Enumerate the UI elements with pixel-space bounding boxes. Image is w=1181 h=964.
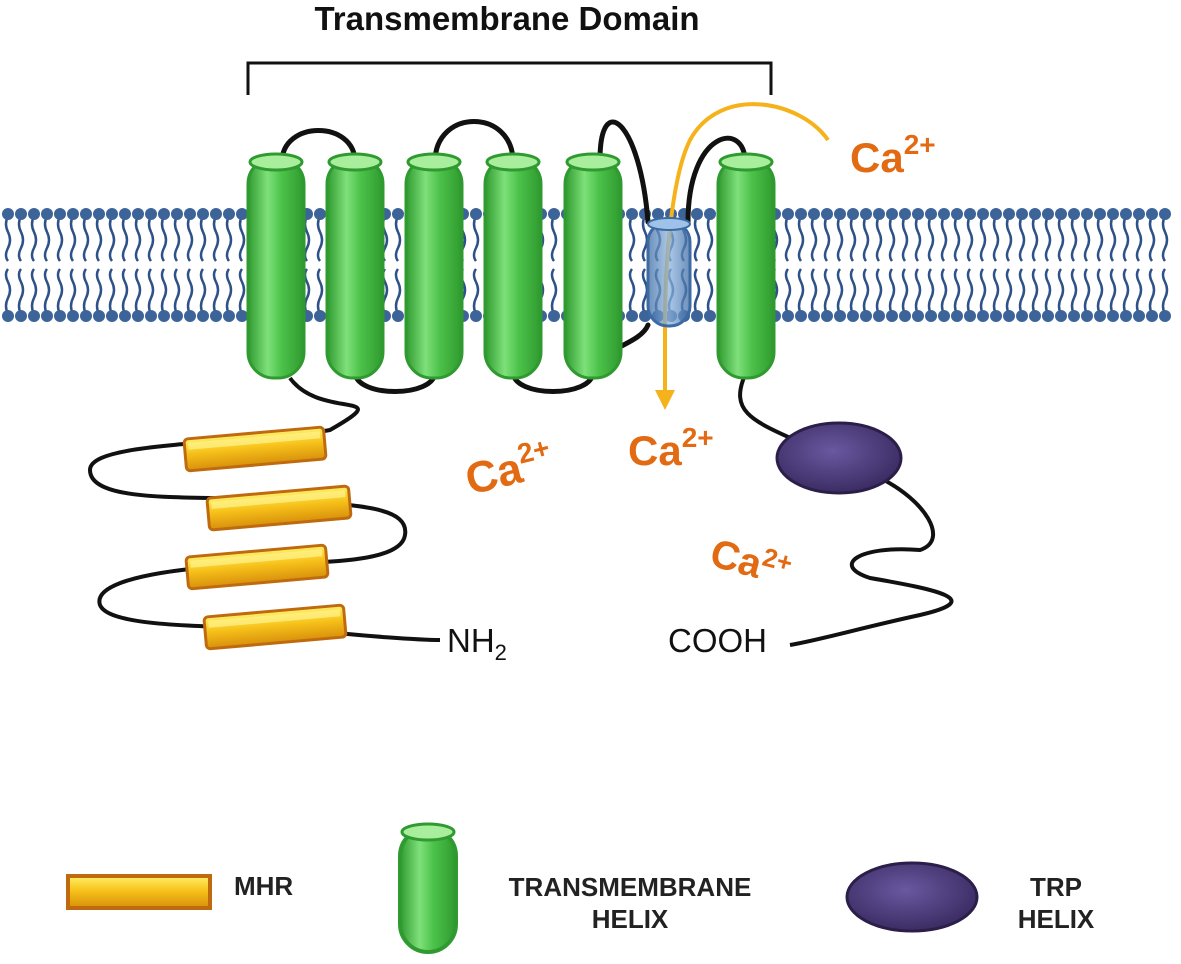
c-terminus-label: COOH: [668, 622, 767, 659]
transmembrane-helix: [325, 152, 385, 380]
legend-tm-label-line2: HELIX: [592, 904, 669, 934]
transmembrane-helix: [246, 152, 306, 380]
legend-transmembrane-helix: TRANSMEMBRANE HELIX: [398, 822, 752, 954]
transmembrane-helix: [716, 152, 776, 380]
mhr-domain: [184, 543, 330, 591]
transmembrane-helix: [483, 152, 543, 380]
diagram-title: Transmembrane Domain: [314, 0, 699, 37]
pore-segment: [646, 217, 692, 328]
transmembrane-helix: [563, 152, 623, 380]
c-terminal-chain: [738, 374, 954, 647]
legend: MHR TRANSMEMBRANE HELIX TRP HELIX: [66, 822, 1095, 954]
mhr-domain: [182, 425, 328, 473]
calcium-label-pore-exit: Ca2+: [628, 422, 714, 474]
mhr-domain: [202, 603, 348, 651]
n-terminus-label: NH2: [447, 622, 507, 665]
transmembrane-helix: [404, 152, 464, 380]
legend-tm-label-line1: TRANSMEMBRANE: [509, 872, 752, 902]
mhr-domains: [182, 425, 353, 651]
legend-trp-label-line2: HELIX: [1018, 904, 1095, 934]
calcium-label-intracellular-right: Ca2+: [706, 528, 796, 594]
transmembrane-helices: [246, 152, 776, 380]
calcium-label-intracellular-left: Ca2+: [460, 432, 558, 505]
extracellular-loops: [279, 119, 748, 225]
mhr-domain: [205, 484, 353, 532]
legend-trp-label-line1: TRP: [1030, 872, 1082, 902]
trp-helix: [775, 421, 903, 495]
legend-mhr-label: MHR: [234, 871, 293, 901]
transmembrane-bracket: [246, 61, 773, 95]
legend-trp-helix: TRP HELIX: [845, 861, 1095, 934]
calcium-label-extracellular: Ca2+: [850, 129, 936, 181]
legend-mhr: MHR: [66, 871, 293, 910]
